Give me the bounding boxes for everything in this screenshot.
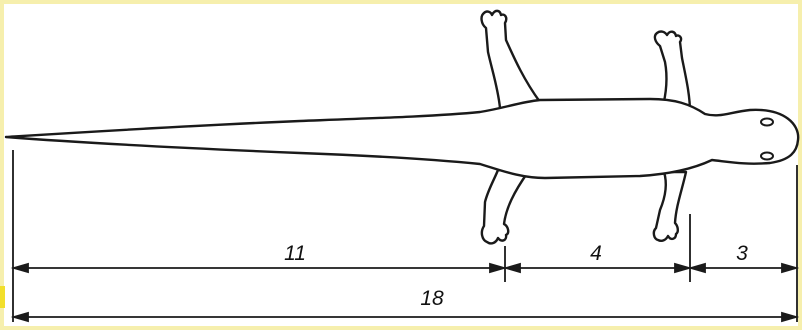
left-eye [761, 153, 773, 160]
total-length-label: 18 [420, 287, 444, 310]
tail-length-label: 11 [284, 242, 306, 265]
body-length-label: 4 [590, 242, 602, 265]
head-length-label: 3 [736, 242, 748, 265]
corner-mark [0, 286, 5, 308]
right-eye [761, 119, 773, 126]
